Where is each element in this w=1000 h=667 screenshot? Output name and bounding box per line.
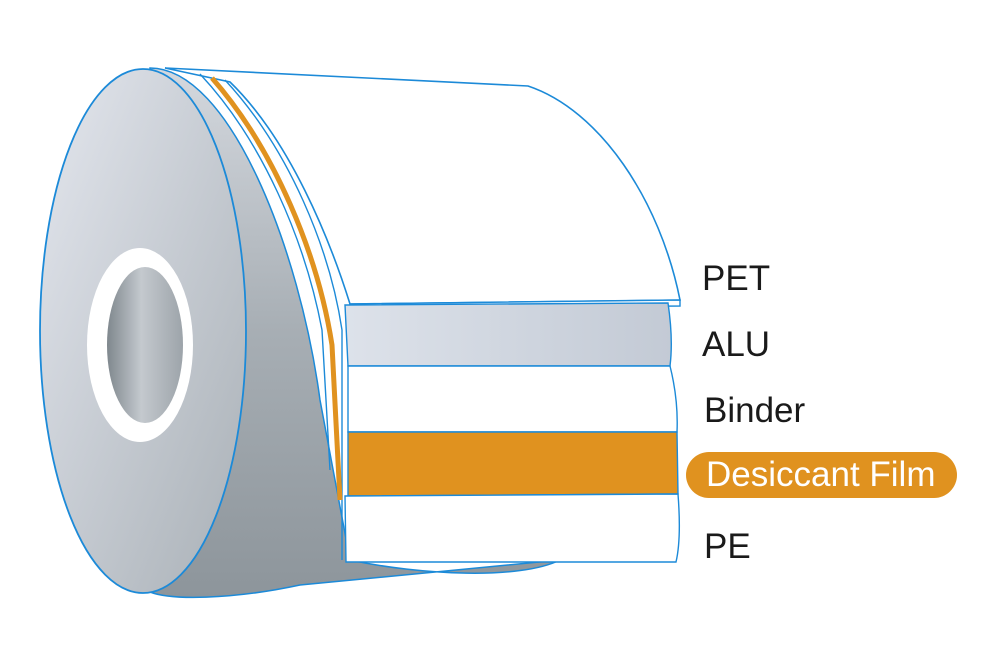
strip-alu (344, 302, 673, 367)
roll-body (149, 67, 561, 599)
strip-binder (347, 365, 678, 433)
label-pet: PET (702, 259, 771, 298)
roll-edge-binder (224, 79, 343, 560)
strip-pe (344, 493, 681, 563)
label-binder: Binder (704, 391, 806, 430)
core-hole (107, 267, 183, 423)
label-alu: ALU (702, 325, 771, 364)
label-pe: PE (704, 527, 751, 566)
roll-edge-desiccant (210, 76, 343, 501)
label-desiccant-film: Desiccant Film (686, 452, 958, 498)
roll-edge-alu (199, 73, 331, 471)
strip-desiccant (347, 431, 679, 497)
